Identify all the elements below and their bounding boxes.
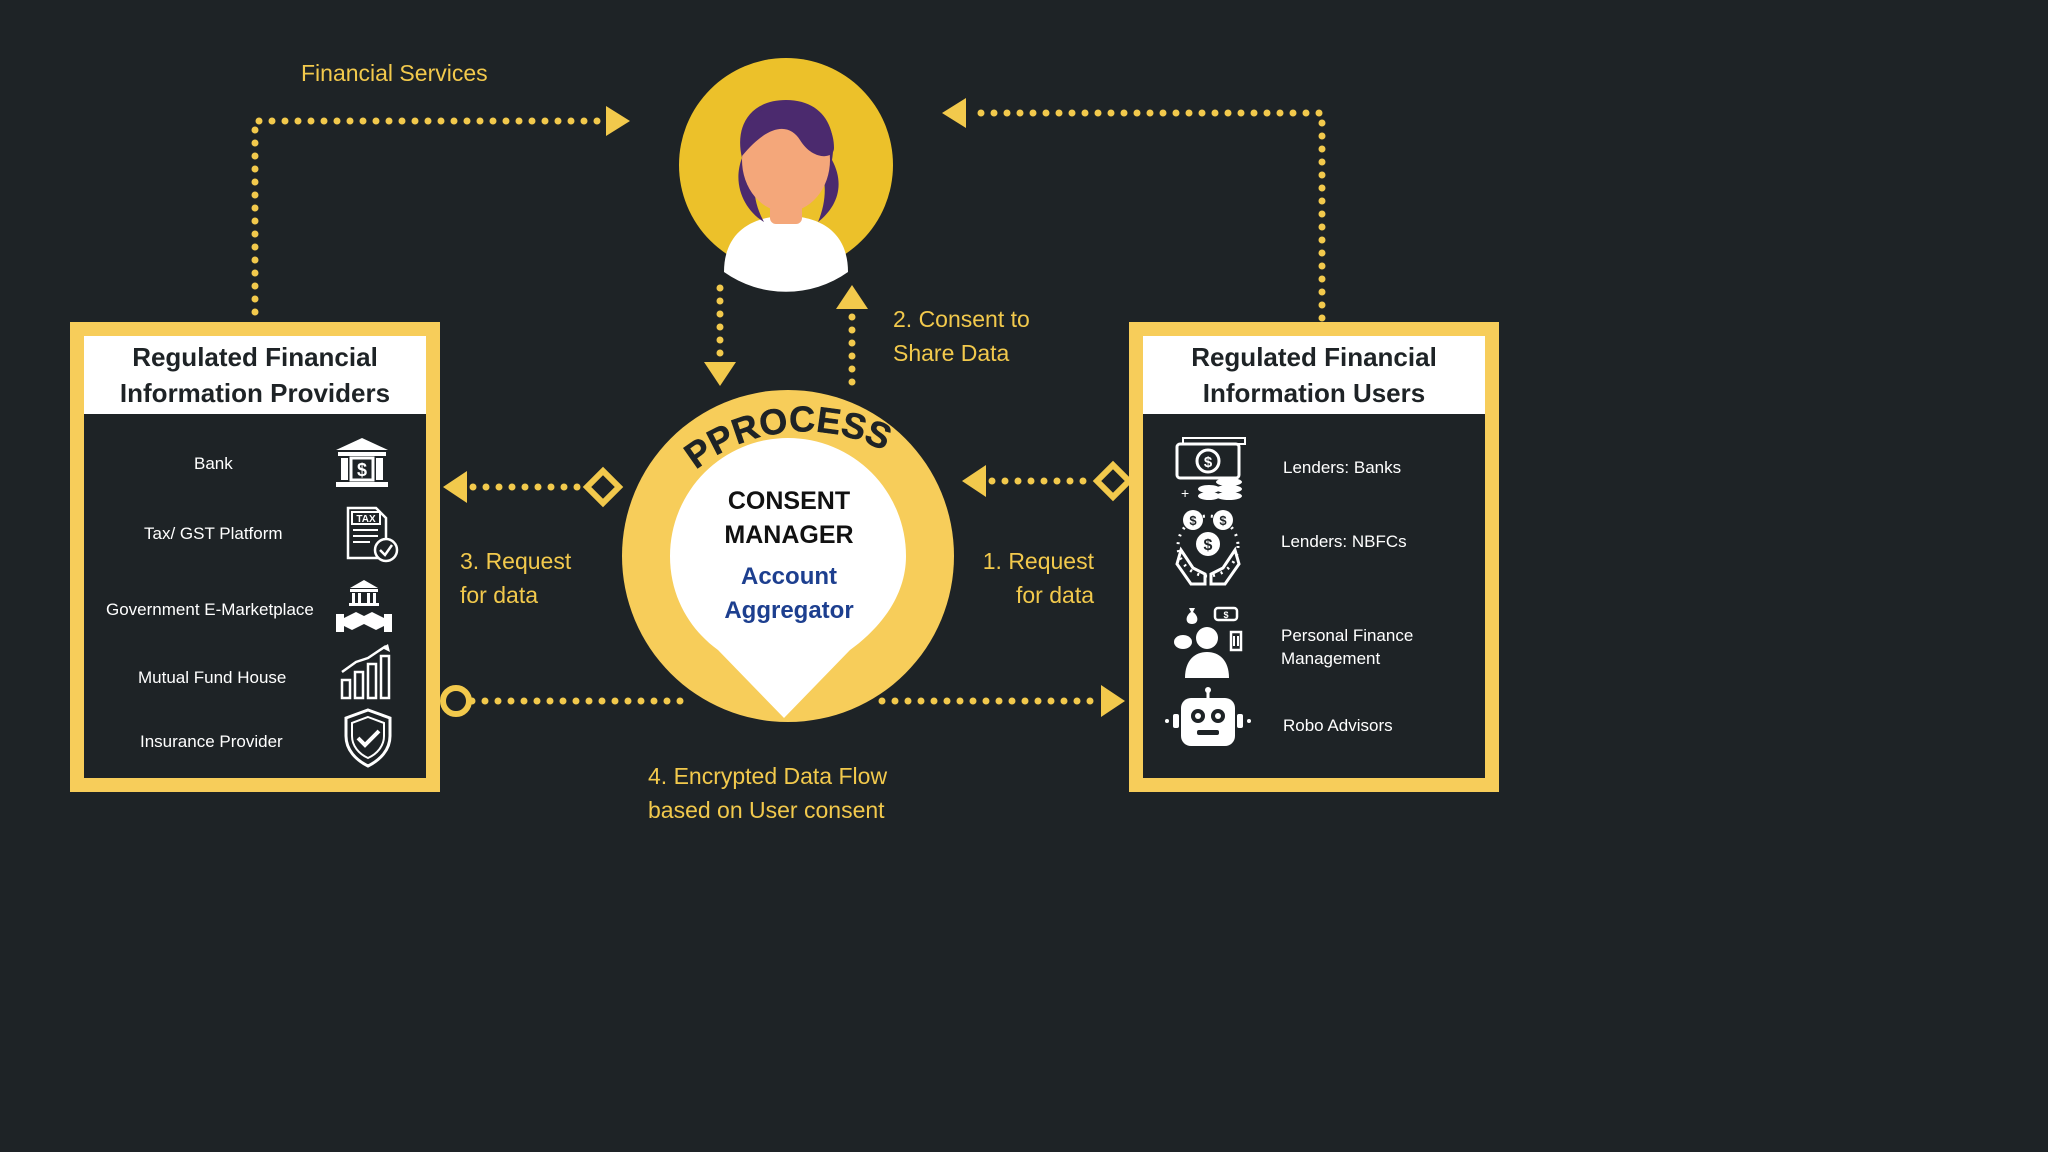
robot-icon bbox=[1163, 686, 1253, 752]
diagram-stage: PPROCESS Financial Services 2. Consent t… bbox=[70, 58, 1499, 823]
user-label: Lenders: Banks bbox=[1283, 458, 1402, 477]
user-row-pfm: $ Personal Finance Management bbox=[1143, 604, 1485, 678]
shield-check-icon bbox=[338, 708, 398, 768]
tax-document-icon: TAX bbox=[340, 504, 400, 564]
svg-text:$: $ bbox=[1204, 454, 1213, 471]
arrowhead-up-to-user bbox=[836, 285, 868, 309]
provider-row-insurance: Insurance Provider bbox=[84, 708, 426, 768]
consent-manager-title: CONSENT MANAGER bbox=[724, 487, 854, 549]
provider-label: Bank bbox=[194, 454, 233, 473]
user-row-robo: Robo Advisors bbox=[1143, 687, 1485, 758]
user-row-banks: $+ Lenders: Banks bbox=[1143, 437, 1485, 501]
user-avatar-icon bbox=[724, 100, 848, 292]
process-label-svg: PPROCESS bbox=[676, 398, 898, 476]
cash-coins-icon: $+ bbox=[1173, 436, 1249, 504]
government-handshake-icon bbox=[334, 578, 394, 638]
user-row-nbfcs: $ $ $ Lenders: NBFCs bbox=[1143, 510, 1485, 586]
providers-panel-title: Regulated Financial Information Provider… bbox=[119, 342, 391, 408]
svg-text:$: $ bbox=[1204, 537, 1213, 554]
account-aggregator-subtitle: Account Aggregator bbox=[724, 563, 854, 624]
user-label: Personal Finance Management bbox=[1281, 626, 1414, 668]
provider-label: Mutual Fund House bbox=[138, 668, 287, 687]
hands-money-icon: $ $ $ bbox=[1169, 506, 1247, 588]
svg-text:$: $ bbox=[1219, 513, 1227, 528]
connector-layer bbox=[251, 58, 1326, 722]
users-panel-title: Regulated Financial Information Users bbox=[1191, 342, 1437, 408]
request-for-data-right-label: 1. Request for data bbox=[982, 548, 1094, 608]
provider-label: Insurance Provider bbox=[140, 732, 283, 751]
svg-text:$: $ bbox=[357, 460, 367, 480]
arrowhead-to-users bbox=[1101, 685, 1125, 717]
arrowhead-to-providers bbox=[443, 471, 467, 503]
provider-row-tax: Tax/ GST Platform TAX bbox=[84, 504, 426, 564]
person-finance-icon: $ bbox=[1171, 602, 1247, 678]
svg-text:$: $ bbox=[1189, 513, 1197, 528]
process-label: PPROCESS bbox=[677, 398, 898, 476]
provider-label: Tax/ GST Platform bbox=[144, 524, 283, 543]
svg-text:+: + bbox=[1181, 485, 1189, 501]
providers-panel: Regulated Financial Information Provider… bbox=[70, 322, 440, 792]
users-to-user-connector bbox=[964, 109, 1326, 322]
arrowhead-down-to-manager bbox=[704, 362, 736, 386]
provider-row-mutual-fund: Mutual Fund House bbox=[84, 644, 426, 704]
diamond-right bbox=[1092, 460, 1134, 502]
user-label: Robo Advisors bbox=[1283, 716, 1393, 735]
arrowhead-users-to-user bbox=[942, 98, 966, 128]
providers-to-user-connector bbox=[251, 117, 616, 316]
arrowhead-to-manager bbox=[962, 465, 986, 497]
financial-services-label: Financial Services bbox=[301, 60, 488, 86]
arrowhead-financial-services bbox=[606, 106, 630, 136]
growth-chart-icon bbox=[338, 644, 398, 704]
consent-to-share-label: 2. Consent to Share Data bbox=[893, 306, 1030, 366]
diamond-left bbox=[582, 466, 624, 508]
provider-row-gem: Government E-Marketplace bbox=[84, 578, 426, 638]
svg-text:$: $ bbox=[1223, 610, 1228, 620]
provider-row-bank: Bank $ bbox=[84, 434, 426, 494]
encrypted-flow-start-node bbox=[440, 685, 472, 717]
svg-text:TAX: TAX bbox=[356, 514, 376, 525]
bank-icon: $ bbox=[332, 434, 392, 494]
encrypted-data-flow-label: 4. Encrypted Data Flow based on User con… bbox=[648, 763, 888, 823]
provider-label: Government E-Marketplace bbox=[106, 600, 314, 619]
consent-manager-pin bbox=[670, 438, 906, 718]
providers-panel-header: Regulated Financial Information Provider… bbox=[84, 336, 426, 414]
users-panel: Regulated Financial Information Users $+… bbox=[1129, 322, 1499, 792]
user-label: Lenders: NBFCs bbox=[1281, 532, 1407, 551]
users-panel-header: Regulated Financial Information Users bbox=[1143, 336, 1485, 414]
request-for-data-left-label: 3. Request for data bbox=[460, 548, 572, 608]
